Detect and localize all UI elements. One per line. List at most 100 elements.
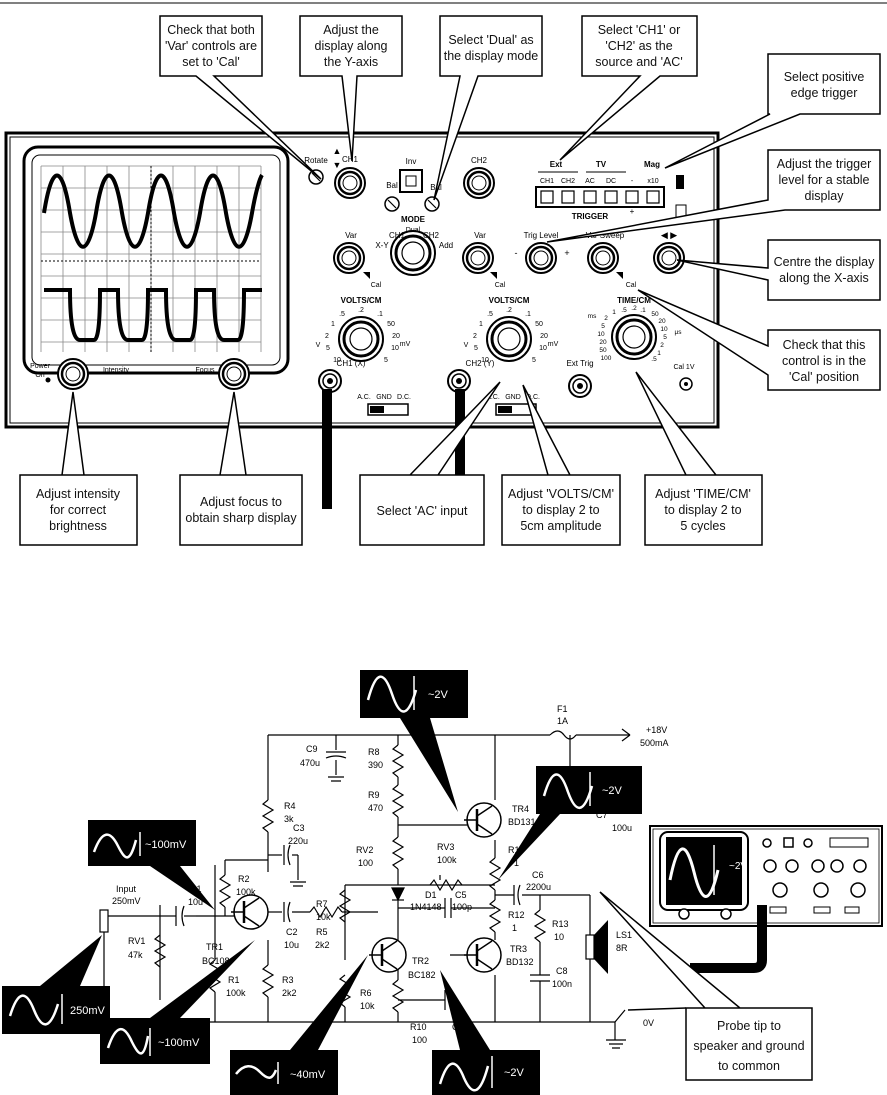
callout-time-1: Adjust 'TIME/CM' — [655, 487, 751, 501]
svg-text:100k: 100k — [437, 855, 457, 865]
cal1-label: Cal — [371, 282, 382, 289]
cal-1v-label: Cal 1V — [673, 364, 694, 371]
svg-text:TR4: TR4 — [512, 804, 529, 814]
tv-label: TV — [596, 160, 607, 169]
ch1-position-knob[interactable] — [333, 166, 367, 200]
callout-intensity-1: Adjust intensity — [36, 487, 121, 501]
var1-label: Var — [345, 231, 357, 240]
var-sweep-knob[interactable] — [586, 241, 620, 275]
dc1-label: D.C. — [397, 394, 411, 401]
ch2-probe-cable — [455, 389, 465, 509]
svg-text:1: 1 — [612, 309, 616, 316]
trig-level-knob[interactable] — [524, 241, 558, 275]
mode-ch1-label: CH1 — [389, 231, 406, 240]
svg-text:μs: μs — [675, 329, 683, 336]
svg-text:LS1: LS1 — [616, 930, 632, 940]
ch1-volts-cm-dial[interactable] — [337, 315, 385, 363]
rotate-control[interactable] — [308, 169, 324, 185]
svg-text:R6: R6 — [360, 988, 372, 998]
callouts-top — [159, 15, 881, 391]
svg-text:100k: 100k — [226, 988, 246, 998]
ch2-input-label: CH2 (Y) — [466, 359, 495, 368]
volts2-ticks: .5 .2 .1 1 50 2 20 5 10 V mV 10 5 — [464, 307, 559, 364]
trigger-label: TRIGGER — [572, 212, 609, 221]
callout-source-2: 'CH2' as the — [605, 39, 672, 53]
gnd1-label: GND — [376, 394, 392, 401]
svg-text:BD132: BD132 — [506, 957, 534, 967]
mini-oscilloscope: ~2V — [649, 825, 883, 973]
volts1-ticks: .5 .2 .1 1 50 2 20 5 10 V mV 10 5 — [316, 307, 411, 364]
callout-source-3: source and 'AC' — [595, 55, 682, 69]
ch2-var-knob[interactable] — [461, 241, 495, 275]
time-cm-dial[interactable] — [610, 313, 658, 361]
svg-text:5: 5 — [601, 323, 605, 330]
svg-text:C5: C5 — [455, 890, 467, 900]
dc2-label: D.C. — [526, 394, 540, 401]
trig-level-minus: - — [515, 248, 518, 258]
svg-text:R7: R7 — [316, 899, 328, 909]
ch2-volts-cm-dial[interactable] — [485, 315, 533, 363]
ext-trig-connector[interactable] — [568, 374, 592, 398]
trig-ac-label: AC — [585, 178, 595, 185]
callout-trig-level-3: display — [805, 189, 845, 203]
callout-y-axis-3: the Y-axis — [324, 55, 378, 69]
inv-button[interactable] — [399, 169, 423, 193]
svg-text:RV1: RV1 — [128, 936, 145, 946]
svg-text:10: 10 — [597, 331, 605, 338]
intensity-knob[interactable] — [56, 357, 90, 391]
svg-text:C3: C3 — [293, 823, 305, 833]
svg-text:ms: ms — [588, 313, 597, 320]
callout-intensity-2: for correct — [50, 503, 107, 517]
ch1-input-connector[interactable] — [318, 369, 342, 393]
svg-text:5: 5 — [532, 357, 536, 364]
mode-add-label: Add — [439, 241, 453, 250]
oscilloscope: Rotate CH1 ▲ ▼ Inv Bal Bal MODE Dual CH2… — [4, 131, 720, 509]
trig-buttons[interactable] — [540, 190, 660, 204]
callout-var-cal-2: 'Var' controls are — [165, 39, 257, 53]
focus-knob[interactable] — [217, 357, 251, 391]
svg-text:100u: 100u — [612, 823, 632, 833]
callout-cal-pos-2: control is in the — [782, 354, 866, 368]
svg-text:R10: R10 — [410, 1022, 427, 1032]
svg-text:2: 2 — [604, 315, 608, 322]
ch1-var-knob[interactable] — [332, 241, 366, 275]
svg-text:1: 1 — [331, 321, 335, 328]
up-down-arrow-icon: ▲ — [333, 146, 342, 156]
trig-dc-label: DC — [606, 178, 616, 185]
trig-minus-label: - — [631, 178, 634, 185]
mode-xy-label: X-Y — [375, 241, 389, 250]
svg-text:10: 10 — [554, 932, 564, 942]
svg-text:mV: mV — [400, 341, 411, 348]
callout-y-axis-2: display along — [315, 39, 388, 53]
focus-label: Focus — [195, 367, 215, 374]
mini-scope-reading: ~2V — [729, 861, 747, 872]
bal1-control[interactable] — [384, 196, 400, 212]
x-position-knob[interactable] — [652, 241, 686, 275]
svg-text:10: 10 — [660, 326, 668, 333]
callout-y-axis-1: Adjust the — [323, 23, 379, 37]
time-ticks: .5 .2 .1 1 50 2 20 5 10 ms μs 10 5 20 2 … — [588, 305, 683, 363]
bal1-label: Bal — [386, 181, 398, 190]
svg-text:Input: Input — [116, 884, 137, 894]
time-cm-label: TIME/CM — [617, 296, 651, 305]
ch1-coupling-switch[interactable] — [367, 403, 409, 416]
svg-text:5: 5 — [474, 345, 478, 352]
mode-label: MODE — [401, 215, 426, 224]
svg-text:20: 20 — [599, 339, 607, 346]
cal-1v-terminal[interactable] — [679, 377, 693, 391]
svg-text:.2: .2 — [631, 305, 637, 312]
svg-text:.2: .2 — [506, 307, 512, 314]
var2-label: Var — [474, 231, 486, 240]
ch2-input-connector[interactable] — [447, 369, 471, 393]
svg-text:1: 1 — [514, 858, 519, 868]
intensity-label: Intensity — [103, 367, 130, 374]
bal2-control[interactable] — [424, 196, 440, 212]
svg-text:20: 20 — [540, 333, 548, 340]
callout-intensity-3: brightness — [49, 519, 107, 533]
callout-cal-pos-1: Check that this — [783, 338, 866, 352]
ch2-position-knob[interactable] — [462, 166, 496, 200]
ch1-position-label: CH1 — [342, 155, 359, 164]
callout-volts-3: 5cm amplitude — [520, 519, 601, 533]
svg-text:100p: 100p — [452, 902, 472, 912]
